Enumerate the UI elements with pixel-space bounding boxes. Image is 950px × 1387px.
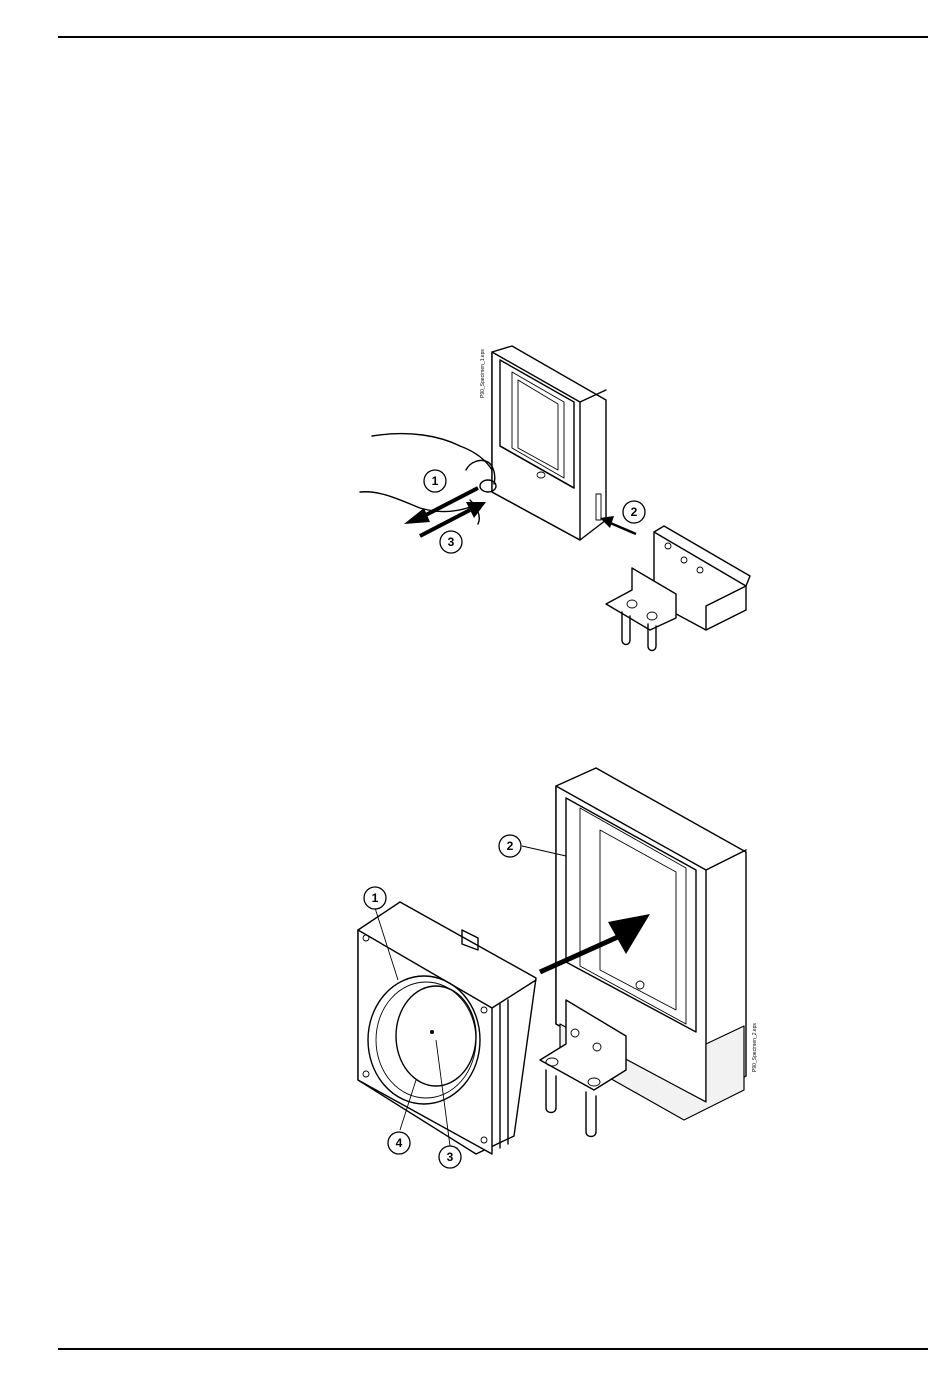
callout-fig2-1: 1 — [364, 887, 386, 909]
callout-fig2-4: 4 — [388, 1132, 410, 1154]
svg-text:2: 2 — [507, 839, 514, 853]
svg-text:3: 3 — [447, 1150, 454, 1164]
svg-text:1: 1 — [372, 891, 379, 905]
figure-2-ref-code: P90_Specimen_2.eps — [752, 1023, 758, 1072]
figure-2-illustration: P90_Specimen_2.eps 1 2 3 4 — [0, 0, 950, 1200]
footer-rule — [58, 1348, 928, 1350]
callout-fig2-2: 2 — [499, 835, 521, 857]
callout-fig2-3: 3 — [439, 1146, 461, 1168]
svg-text:4: 4 — [396, 1136, 403, 1150]
